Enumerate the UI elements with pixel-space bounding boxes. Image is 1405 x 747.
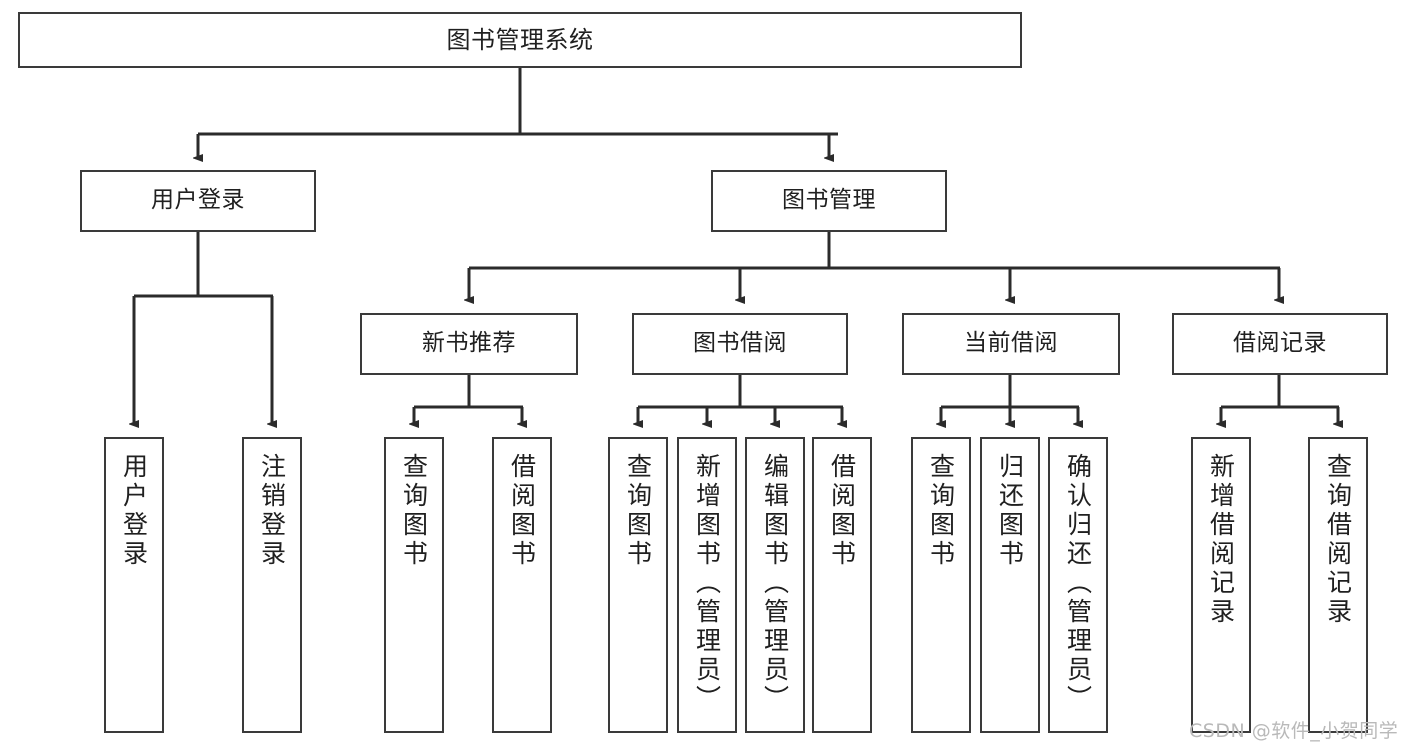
- leaf-record-add-record[interactable]: 新增借阅记录: [1191, 437, 1251, 733]
- leaf-current-confirm-return-admin[interactable]: 确认归还（管理员）: [1048, 437, 1108, 733]
- node-label: 用户登录: [119, 453, 149, 569]
- leaf-recommend-query-book[interactable]: 查询图书: [384, 437, 444, 733]
- node-label: 借阅图书: [507, 453, 537, 569]
- node-label: 新增借阅记录: [1206, 453, 1236, 627]
- leaf-recommend-borrow-book[interactable]: 借阅图书: [492, 437, 552, 733]
- node-label: 借阅记录: [1233, 330, 1327, 357]
- node-label: 查询图书: [399, 453, 429, 569]
- leaf-borrow-lend-book[interactable]: 借阅图书: [812, 437, 872, 733]
- leaf-record-query-record[interactable]: 查询借阅记录: [1308, 437, 1368, 733]
- watermark-text: CSDN @软件_小贺同学: [1189, 720, 1399, 742]
- node-label: 确认归还（管理员）: [1063, 453, 1093, 714]
- leaf-borrow-edit-book-admin[interactable]: 编辑图书（管理员）: [745, 437, 805, 733]
- node-label: 查询图书: [623, 453, 653, 569]
- node-root-system[interactable]: 图书管理系统: [18, 12, 1022, 68]
- leaf-borrow-query-book[interactable]: 查询图书: [608, 437, 668, 733]
- node-current-borrow[interactable]: 当前借阅: [902, 313, 1120, 375]
- node-book-borrow[interactable]: 图书借阅: [632, 313, 848, 375]
- node-label: 新增图书（管理员）: [692, 453, 722, 714]
- leaf-user-logout[interactable]: 注销登录: [242, 437, 302, 733]
- node-label: 查询借阅记录: [1323, 453, 1353, 627]
- leaf-borrow-add-book-admin[interactable]: 新增图书（管理员）: [677, 437, 737, 733]
- node-label: 当前借阅: [964, 330, 1058, 357]
- node-borrow-record[interactable]: 借阅记录: [1172, 313, 1388, 375]
- node-label: 图书管理: [782, 187, 876, 214]
- leaf-current-query-book[interactable]: 查询图书: [911, 437, 971, 733]
- node-label: 新书推荐: [422, 330, 516, 357]
- node-user-login[interactable]: 用户登录: [80, 170, 316, 232]
- node-new-book-recommend[interactable]: 新书推荐: [360, 313, 578, 375]
- leaf-user-login[interactable]: 用户登录: [104, 437, 164, 733]
- node-label: 用户登录: [151, 187, 245, 214]
- node-label: 编辑图书（管理员）: [760, 453, 790, 714]
- leaf-current-return-book[interactable]: 归还图书: [980, 437, 1040, 733]
- node-label: 注销登录: [257, 453, 287, 569]
- node-label: 查询图书: [926, 453, 956, 569]
- node-label: 图书借阅: [693, 330, 787, 357]
- node-book-management[interactable]: 图书管理: [711, 170, 947, 232]
- node-label: 借阅图书: [827, 453, 857, 569]
- node-label: 图书管理系统: [446, 25, 594, 54]
- node-label: 归还图书: [995, 453, 1025, 569]
